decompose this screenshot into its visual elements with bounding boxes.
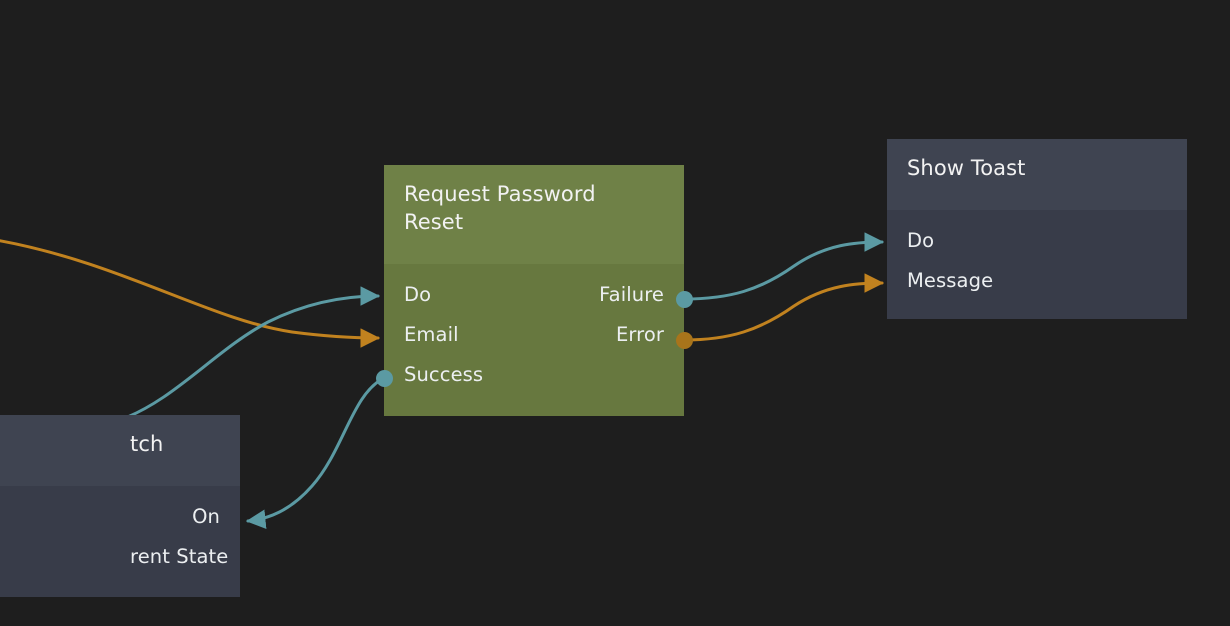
port-label-do: Do (404, 282, 432, 306)
port-row-input-email[interactable]: Email (384, 314, 684, 354)
edge-offscreen-to-email[interactable] (0, 239, 380, 348)
node-switch[interactable]: tch On rent State (0, 415, 240, 597)
port-label-switch-on: On (192, 504, 220, 528)
node-body-show-toast: Do Message (887, 210, 1187, 319)
port-label-failure: Failure (599, 282, 664, 306)
port-label-toast-do: Do (907, 228, 935, 252)
port-row-input-do[interactable]: Do (384, 274, 684, 314)
node-show-toast[interactable]: Show Toast Do Message (887, 139, 1187, 319)
edge-success-to-switch-on[interactable] (246, 376, 386, 529)
port-label-toast-message: Message (907, 268, 994, 292)
port-row-toast-message[interactable]: Message (887, 260, 1187, 300)
port-row-switch-on[interactable]: On (0, 496, 240, 536)
node-body-request-password-reset: Do Failure Email Error Success (384, 264, 684, 416)
port-row-toast-do[interactable]: Do (887, 220, 1187, 260)
node-title-request-password-reset: Request Password Reset (384, 165, 684, 264)
node-body-switch: On rent State (0, 486, 240, 597)
port-row-output-error[interactable]: Error (384, 314, 684, 354)
port-row-switch-current-state[interactable]: rent State (0, 536, 240, 576)
port-label-error: Error (615, 322, 664, 346)
node-title-switch: tch (0, 415, 240, 486)
port-label-switch-current-state: rent State (130, 544, 229, 568)
port-label-email: Email (404, 322, 459, 346)
edge-error-to-toast-message[interactable] (682, 273, 884, 342)
node-title-show-toast: Show Toast (887, 139, 1187, 210)
port-label-success: Success (404, 362, 484, 386)
port-row-output-failure[interactable]: Failure (384, 274, 684, 314)
edge-failure-to-toast-do[interactable] (682, 232, 884, 301)
edge-switch-to-do[interactable] (118, 286, 380, 422)
port-row-input-success[interactable]: Success (384, 354, 684, 394)
node-request-password-reset[interactable]: Request Password Reset Do Failure Email … (384, 165, 684, 416)
